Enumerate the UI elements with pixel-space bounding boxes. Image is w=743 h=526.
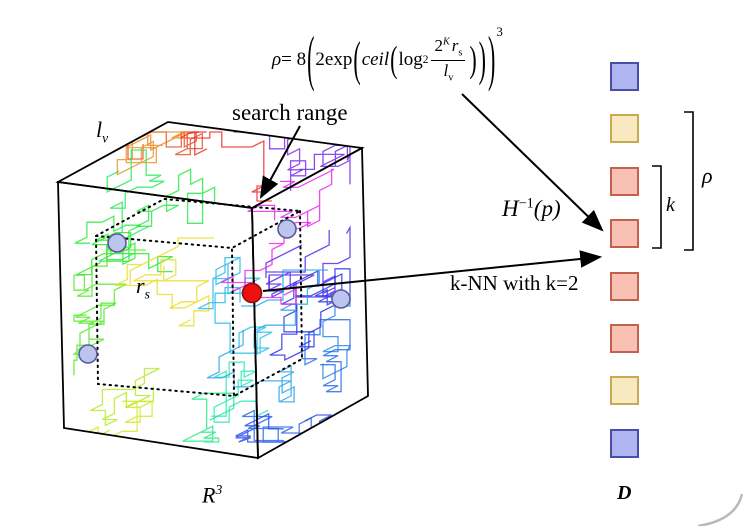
close-paren-icon: ) [469,37,477,81]
list-square [610,114,639,144]
curve-segment [247,168,335,228]
curve-segment [197,256,241,310]
knn-arrow [262,250,603,292]
curve-segment [133,259,210,327]
data-point [78,344,98,364]
curve-segment [283,268,351,348]
curve-segment [182,392,235,443]
fraction-denominator: lv [443,60,454,83]
space-label: R3 [202,482,223,508]
k-label: k [666,194,675,216]
curve-segment [301,319,351,393]
close-paren-icon: ) [487,22,496,93]
list-square [610,428,639,458]
open-paren-icon: ( [307,22,315,93]
candidate-list [610,62,639,458]
curve-segment [90,367,160,427]
formula-eq: = 8 [281,49,307,70]
list-square [610,376,639,406]
list-square [610,323,639,353]
curve-segment [211,361,269,423]
curve-segment [241,269,328,332]
curve-segment [268,225,351,299]
list-square [610,219,639,249]
open-paren-icon: ( [390,37,398,81]
list-label: D [617,482,632,504]
curve-segment [106,149,165,239]
edge-length-label: lv [96,117,109,146]
data-point [107,233,127,253]
list-square [610,166,639,196]
curve-segment [322,298,352,380]
search-range-arrow [259,125,301,199]
curve-segment [73,249,146,324]
cube-outline [55,121,369,460]
rho-bracket [684,111,694,251]
hilbert-inverse-label: H−1(p) [502,195,561,221]
formula-coef: 2exp [315,49,353,70]
formula-ceil: ceil [361,49,390,70]
formula-log-base: 2 [422,54,429,66]
data-point [277,219,297,239]
open-paren-icon: ( [353,30,361,86]
page-corner-artifact [697,493,743,526]
data-points [78,219,351,364]
list-square [610,62,639,91]
query-point [241,282,263,304]
curve-segment [127,131,203,160]
close-paren-icon: ) [478,30,486,86]
knn-label: k-NN with k=2 [450,271,579,295]
search-radius-label: rs [136,273,150,302]
formula-power: 3 [496,24,503,39]
brackets [652,111,694,251]
curve-segment [206,329,295,403]
curve-segment [241,409,312,443]
rho-label: ρ [702,163,713,188]
curve-segment [114,237,215,310]
arrows [259,93,604,292]
curve-segment [72,302,117,376]
data-point [331,289,351,309]
curve-segment [74,215,142,266]
hilbert-inverse-arrow [461,93,604,232]
list-square [610,271,639,301]
search-range-label: search range [232,100,348,125]
formula-rho: ρ [272,49,282,70]
k-bracket [652,165,662,249]
formula-log: log [398,49,423,70]
curve-segment [299,144,351,185]
curve-segment [136,168,216,227]
